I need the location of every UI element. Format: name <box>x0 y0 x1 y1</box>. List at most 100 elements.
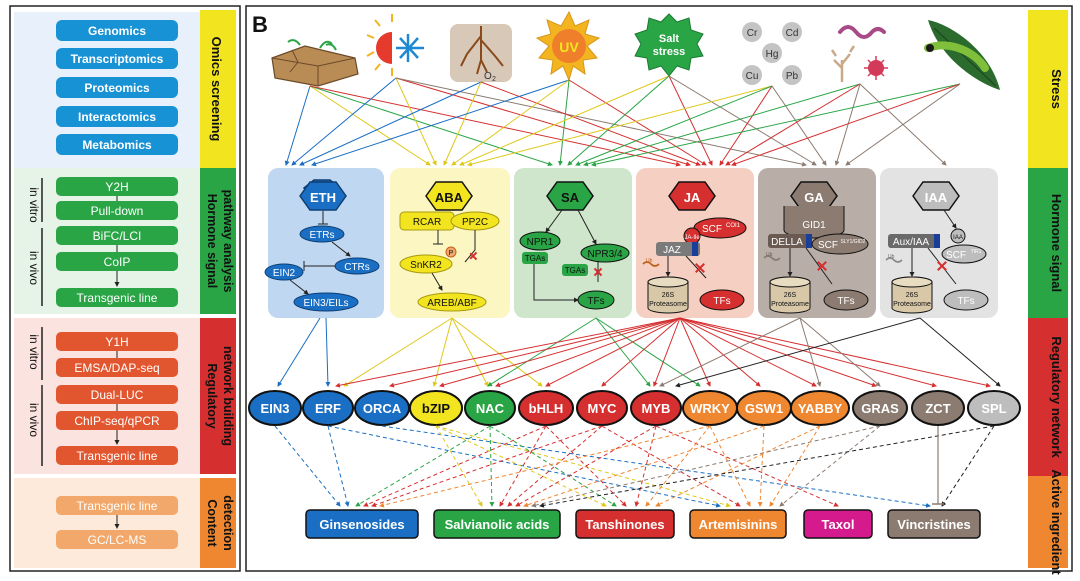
ingredient-ginsenosides: Ginsenosides <box>319 517 404 532</box>
tgas-node <box>562 264 588 276</box>
content-item-box <box>56 496 178 515</box>
regulatory-label-line1: Regulatory <box>205 363 219 428</box>
ein2-label: EIN2 <box>273 268 296 279</box>
aba-pathway: ABA RCAR PP2C P SnKR2 AREB/ABF <box>390 168 510 318</box>
tf-label-bzip: bZIP <box>422 401 450 416</box>
ingredient-tanshinones-box <box>575 509 675 539</box>
iaa-small-node <box>950 228 966 244</box>
tf-node-ein3 <box>248 390 302 426</box>
ja-hexagon <box>668 181 716 211</box>
hormone-item-box <box>56 252 178 271</box>
jaz-label: JAZ <box>663 245 681 256</box>
salt-label-line2: stress <box>653 46 685 58</box>
metal-label: Cr <box>747 28 758 39</box>
tgas-node <box>522 252 548 264</box>
tf-label-gras: GRAS <box>861 401 899 416</box>
ja-ub-label: Ub <box>646 258 653 264</box>
ja-ub-chain <box>642 261 660 267</box>
ga-link <box>805 247 833 285</box>
panel-b: B Stress Hormone signal Regulatory netwo… <box>248 10 1068 575</box>
iaa-label: IAA <box>925 190 948 205</box>
in-vitro-label: in vitro <box>27 187 41 223</box>
tf-node-erf <box>302 390 354 426</box>
stress-icons: O 2 UV Salt stress Cr Cd Hg <box>271 10 1000 90</box>
panel-b-letter: B <box>252 12 268 37</box>
tf-node-bzip <box>409 390 463 426</box>
aba-panel <box>390 168 510 318</box>
sa-label: SA <box>561 190 580 205</box>
aba-link <box>464 230 476 263</box>
iaa-tfs-node <box>943 289 989 311</box>
etrs-label: ETRs <box>310 230 335 241</box>
ga-x <box>817 261 827 271</box>
tf-label-zct: ZCT <box>925 401 950 416</box>
omics-item: Interactomics <box>78 110 156 124</box>
regulatory-item-box <box>56 358 178 377</box>
content-item: GC/LC-MS <box>88 533 147 547</box>
o2-subscript: 2 <box>492 76 496 83</box>
content-bg <box>14 478 200 568</box>
hormone-item: Y2H <box>105 180 128 194</box>
metal-label: Cu <box>746 71 759 82</box>
content-label-bar <box>200 478 236 568</box>
ingredient-vincristines-box <box>887 509 981 539</box>
sa-tfs-node <box>577 290 615 310</box>
tf-to-ingredient-arrows <box>274 425 995 508</box>
iaa-scf-node <box>941 244 987 264</box>
iaa-arrow <box>943 209 957 229</box>
regulatory-item-box <box>56 446 178 465</box>
sa-arrow <box>545 209 563 233</box>
aba-label: ABA <box>435 190 464 205</box>
etrs-node <box>299 225 345 243</box>
tf-label-myb: MYB <box>642 401 671 416</box>
hormone-analysis-items: in vitro in vivo Y2H Pull-down BiFC/LCI … <box>27 177 178 307</box>
ga-pathway: GA GID1 DELLA SCF SLY1/GID2 Ub 26S Prote… <box>758 168 876 318</box>
tf-node-gras <box>852 390 908 426</box>
salt-label-line1: Salt <box>659 33 680 45</box>
omics-item: Transcriptomics <box>71 52 164 66</box>
snkr2-label: SnKR2 <box>410 260 442 271</box>
sa-arrow <box>533 264 579 303</box>
ein2-node <box>264 263 304 281</box>
della-node <box>768 234 812 248</box>
hypoxia-roots-icon: O 2 <box>450 24 512 83</box>
hormone-item: BiFC/LCI <box>93 229 142 243</box>
iaa-tfs-label: TFs <box>957 296 974 307</box>
regulatory-item: ChIP-seq/qPCR <box>74 414 160 428</box>
jaz-node <box>656 242 700 256</box>
omics-item-box <box>56 20 178 41</box>
regulatory-item-box <box>56 411 178 430</box>
aba-x <box>469 251 478 260</box>
eth-pathway: ETH ETRs CTRs EIN2 EIN3/EILs <box>264 168 384 318</box>
tf-label-ein3: EIN3 <box>261 401 290 416</box>
ga-scf-sup: SLY1/GID2 <box>841 239 866 245</box>
sa-tfs-label: TFs <box>587 296 604 307</box>
ga-proteasome-label-2: Proteasome <box>771 301 809 308</box>
hormone-item: Pull-down <box>91 204 144 218</box>
tf-node-yabby <box>790 390 850 426</box>
aba-arrow <box>431 272 443 291</box>
hormone-item-box <box>56 288 178 307</box>
regulatory-item-box <box>56 385 178 404</box>
ja-tfs-node <box>699 289 745 311</box>
regulatory-item: Transgenic line <box>77 449 158 463</box>
phosphate-label: P <box>449 250 454 257</box>
tf-label-nac: NAC <box>476 401 505 416</box>
ja-scf-sup: COI1 <box>726 223 741 229</box>
tf-node-spl <box>967 390 1021 426</box>
hormone-label-line1: Hormone signal <box>205 194 219 288</box>
sa-arrow <box>577 209 597 245</box>
metal-label: Cd <box>786 28 799 39</box>
jaz-domain <box>692 242 698 256</box>
ga-tfs-node <box>823 289 869 311</box>
in-vitro-label: in vitro <box>27 334 41 370</box>
hormone-item: Transgenic line <box>77 291 158 305</box>
iaa-ub-chain <box>885 257 903 263</box>
active-ingredient-label-bar <box>1028 476 1068 568</box>
sa-panel <box>514 168 632 318</box>
iaa-proteasome-label-2: Proteasome <box>893 301 931 308</box>
omics-items: Genomics Transcriptomics Proteomics Inte… <box>56 20 178 155</box>
ja-x <box>695 263 705 273</box>
omics-item-box <box>56 134 178 155</box>
